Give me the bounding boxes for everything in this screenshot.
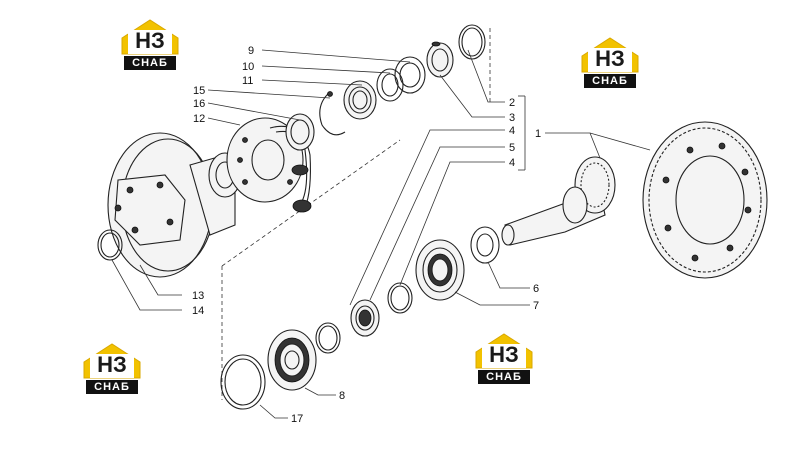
ring-4b-part <box>387 282 413 314</box>
snap-ring-14-part <box>97 229 123 261</box>
callout-12: 12 <box>193 113 205 125</box>
callout-9: 9 <box>248 45 254 57</box>
callout-15: 15 <box>193 85 205 97</box>
callout-4b: 4 <box>509 157 515 169</box>
assembly-dash-frame <box>221 28 491 400</box>
snap-ring-15-part <box>319 91 346 136</box>
pinion-shaft-part <box>501 156 616 246</box>
callout-4a: 4 <box>509 125 515 137</box>
seal-16-part <box>285 113 315 151</box>
callout-16: 16 <box>193 98 205 110</box>
callout-14: 14 <box>192 305 204 317</box>
nut-3-part <box>426 41 454 78</box>
logo-mark-text: НЗ <box>595 46 625 71</box>
callout-3: 3 <box>509 112 515 124</box>
callout-17: 17 <box>291 413 303 425</box>
logo-brand-text: СНАБ <box>478 370 530 384</box>
logo-mark-text: НЗ <box>489 342 519 367</box>
washer-9-part <box>394 56 426 94</box>
spacer-5-part <box>350 299 380 337</box>
logo-house-icon <box>581 37 639 73</box>
carrier-plate-12-part <box>226 117 312 213</box>
bearing-8-part <box>267 329 317 391</box>
callout-labels: 9 10 11 15 16 12 2 3 4 5 4 1 6 7 8 17 13… <box>192 45 541 425</box>
logo-house-icon <box>475 333 533 369</box>
ring-17-part <box>220 354 266 410</box>
brand-logo: НЗ СНАБ <box>578 36 642 92</box>
logo-house-icon <box>121 19 179 55</box>
brand-logo: НЗ СНАБ <box>472 332 536 388</box>
ring-gear-1-part <box>642 121 768 279</box>
logo-brand-text: СНАБ <box>124 56 176 70</box>
leader-lines <box>111 49 651 419</box>
washer-6-part <box>470 226 500 264</box>
brand-logo: НЗ СНАБ <box>118 18 182 74</box>
callout-11: 11 <box>242 75 253 87</box>
callout-1: 1 <box>535 128 541 140</box>
ring-4a-part <box>315 322 341 354</box>
logo-house-icon <box>83 343 141 379</box>
callout-5: 5 <box>509 142 515 154</box>
callout-6: 6 <box>533 283 539 295</box>
logo-mark-text: НЗ <box>97 352 127 377</box>
callout-13: 13 <box>192 290 204 302</box>
brand-logo: НЗ СНАБ <box>80 342 144 398</box>
callout-10: 10 <box>242 61 254 73</box>
callout-7: 7 <box>533 300 539 312</box>
bearing-11-part <box>343 80 377 120</box>
callout-8: 8 <box>339 390 345 402</box>
ring-2-part <box>458 24 486 60</box>
logo-mark-text: НЗ <box>135 28 165 53</box>
callout-2: 2 <box>509 97 515 109</box>
washer-10-part <box>376 68 404 102</box>
bearing-7-part <box>415 239 465 301</box>
flange-housing-part <box>107 132 242 278</box>
logo-brand-text: СНАБ <box>86 380 138 394</box>
logo-brand-text: СНАБ <box>584 74 636 88</box>
